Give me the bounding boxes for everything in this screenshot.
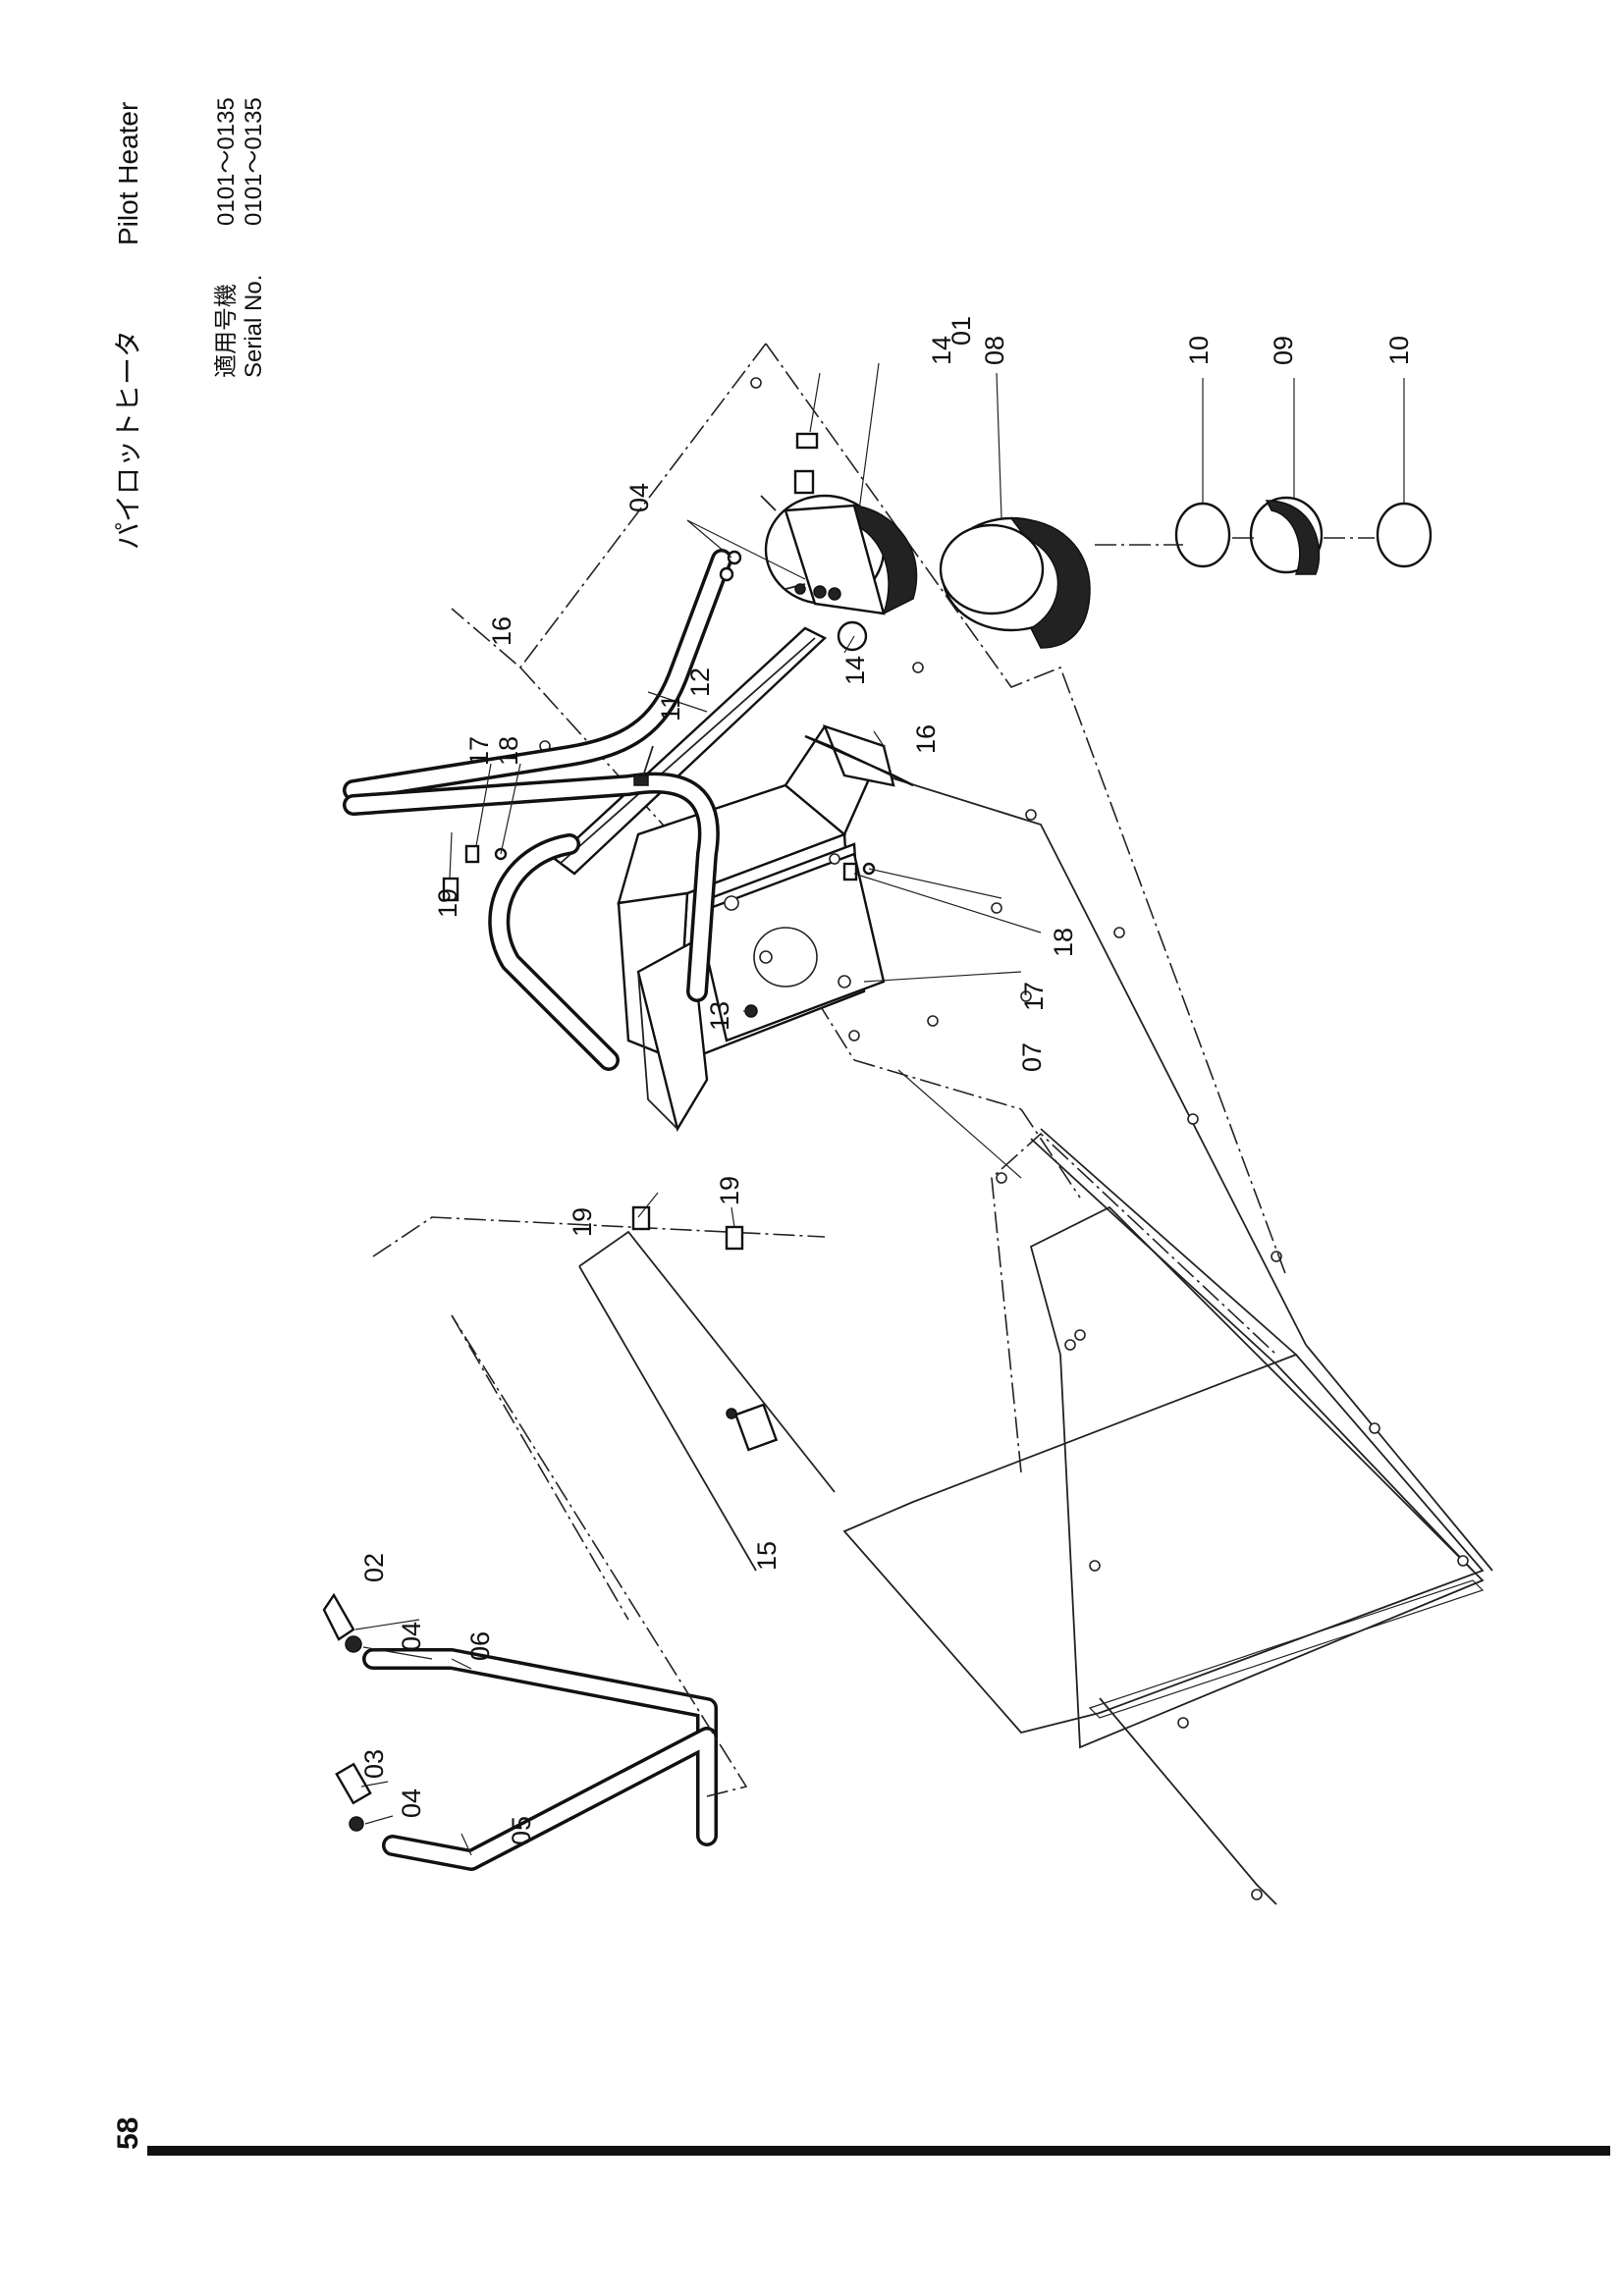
guard-plate [372, 1216, 836, 1621]
callout-19c: 19 [715, 1176, 744, 1205]
callout-17a: 17 [464, 736, 494, 766]
callout-14a: 14 [927, 336, 956, 365]
callout-12: 12 [685, 667, 715, 697]
serial-label-japanese: 適用号機 [213, 284, 240, 378]
deck-plate [451, 343, 1287, 1277]
callout-17b: 17 [1019, 982, 1049, 1011]
serial-label-english: Serial No. [241, 275, 267, 378]
callout-10a: 10 [1184, 336, 1214, 365]
callout-09: 09 [1269, 336, 1298, 365]
hardware [442, 550, 876, 1251]
callout-10b: 10 [1384, 336, 1414, 365]
callout-18a: 18 [494, 736, 523, 766]
fittings-lower [322, 1592, 372, 1832]
callout-19b: 19 [568, 1207, 597, 1237]
callout-11: 11 [656, 694, 685, 721]
callout-15: 15 [752, 1541, 782, 1571]
page-number: 58 [112, 2117, 144, 2150]
callout-19a: 19 [433, 888, 462, 918]
callout-08: 08 [980, 336, 1009, 365]
floor-panels [842, 774, 1493, 1905]
duct-ring [939, 516, 1091, 649]
title-japanese: パイロットヒータ [113, 330, 143, 550]
pipe-assembly-upper [343, 549, 732, 1071]
callout-03: 03 [359, 1749, 389, 1779]
callout-16b: 16 [911, 724, 941, 754]
hose-assembly [1095, 496, 1433, 575]
side-plate-upper [553, 626, 828, 876]
pipe-assembly-lower [362, 1314, 748, 1871]
callout-04c: 04 [397, 1789, 426, 1818]
serial-range-2: 0101～0135 [241, 97, 267, 226]
callout-01: 01 [947, 316, 976, 346]
callout-07: 07 [1017, 1042, 1047, 1072]
serial-range-1: 0101～0135 [213, 97, 240, 226]
title-english: Pilot Heater [113, 102, 143, 245]
callout-04a: 04 [624, 483, 654, 512]
callout-04b: 04 [397, 1622, 426, 1651]
callout-13: 13 [705, 1001, 734, 1031]
side-plate-lower [804, 734, 914, 787]
callout-05: 05 [507, 1816, 536, 1845]
heater-body [760, 469, 918, 615]
fitting-15 [726, 1403, 779, 1452]
callout-18b: 18 [1049, 928, 1078, 957]
callout-06: 06 [465, 1631, 495, 1661]
bottom-rule [147, 2146, 1610, 2156]
header: パイロットヒータ Pilot Heater 適用号機 Serial No. 01… [113, 97, 267, 550]
callout-02: 02 [359, 1553, 389, 1582]
leader-lines [354, 362, 1405, 1856]
caps [795, 432, 868, 652]
callouts: 01 02 03 04 04 04 05 06 07 08 09 10 10 1… [359, 316, 1414, 1845]
callout-16a: 16 [487, 616, 516, 646]
callout-14b: 14 [840, 656, 870, 685]
